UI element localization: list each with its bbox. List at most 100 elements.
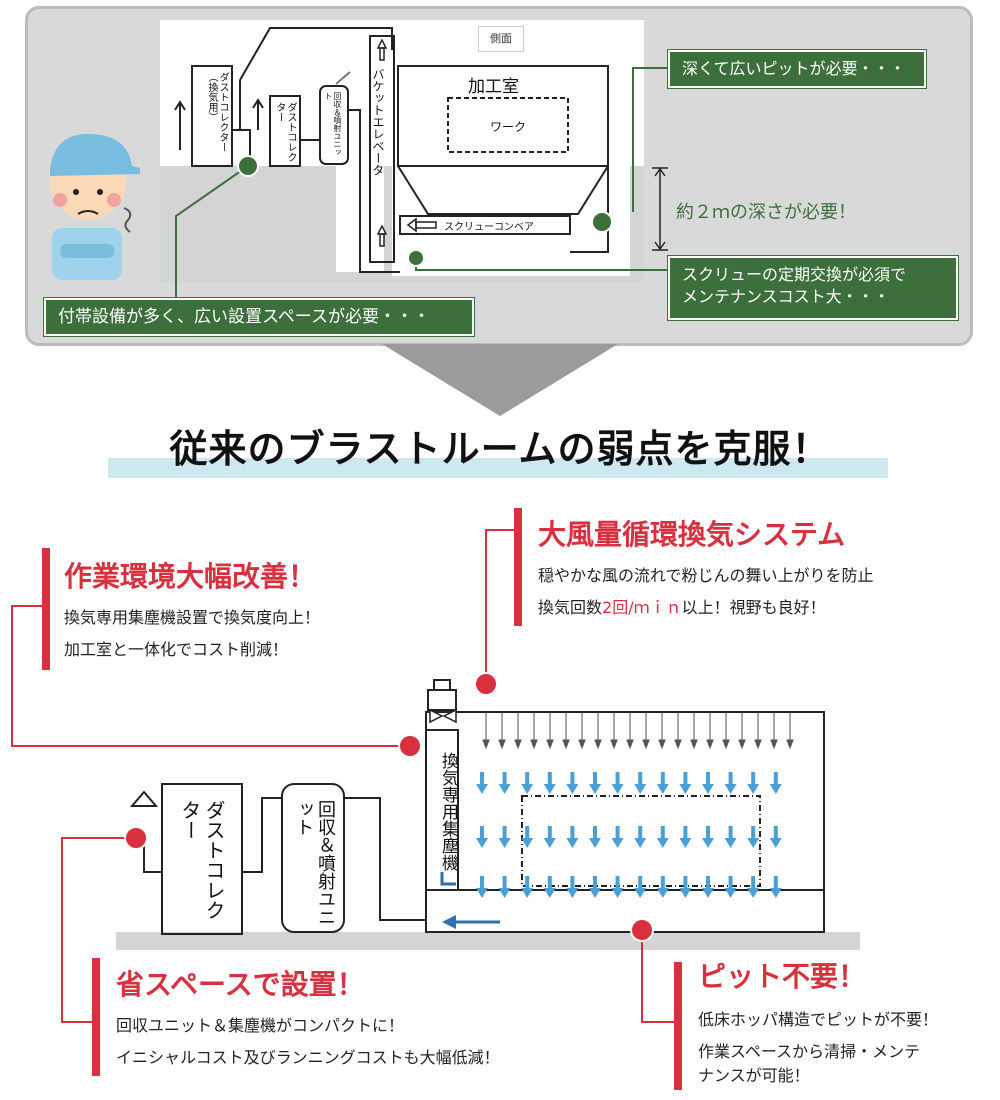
airflow-arrow [566, 826, 579, 848]
inlet-arrow-head [754, 739, 762, 750]
headline-band [108, 458, 888, 478]
airflow-arrow [769, 826, 782, 848]
airflow-arrow [634, 876, 647, 898]
airflow-arrow [679, 772, 692, 794]
airflow-arrow [589, 826, 601, 848]
air-line2: 換気回数2回/ｍｉｎ以上！視野も良好！ [538, 598, 826, 618]
airflow-arrow [634, 772, 647, 794]
airflow-arrow [724, 876, 737, 898]
air-line1: 穏やかな風の流れで粉じんの舞い上がりを防止 [538, 566, 874, 585]
airflow-arrow [476, 826, 488, 848]
airflow-arrow [611, 772, 624, 794]
air-line2-c: 以上！視野も良好！ [681, 598, 826, 617]
air-title: 大風量循環換気システム [538, 518, 846, 551]
airflow-arrow [747, 826, 760, 848]
airflow-arrow [611, 876, 624, 898]
pit-bar [674, 962, 682, 1090]
inlet-arrow-head [482, 739, 490, 750]
airflow-arrow [498, 826, 511, 848]
inlet-arrow-head [498, 739, 506, 750]
env-line2: 加工室と一体化でコスト削減！ [64, 640, 289, 659]
airflow-arrow [769, 876, 782, 898]
inlet-arrow-head [514, 739, 522, 750]
airflow-arrow [498, 772, 511, 794]
airflow-arrow [702, 826, 714, 848]
callout-screw-line1: スクリューの定期交換が必須で [682, 265, 907, 284]
conventional-diagram-lines [160, 27, 644, 282]
callout-pit: 深くて広いピットが必要・・・ [668, 50, 926, 88]
inlet-arrow-head [562, 739, 570, 750]
screw-conveyor-label: スクリューコンベア [444, 222, 534, 233]
air-bar [514, 508, 522, 626]
headline: 従来のブラストルームの弱点を克服！ [169, 427, 831, 471]
airflow-arrow [521, 772, 534, 794]
inlet-arrow-head [578, 739, 586, 750]
depth-indicator [652, 167, 668, 251]
env-line1: 換気専用集塵機設置で換気度向上！ [64, 608, 321, 627]
airflow-arrow [543, 826, 556, 848]
inlet-arrow-head [626, 739, 634, 750]
airflow-arrow [521, 876, 534, 898]
space-line1: 回収ユニット＆集塵機がコンパクトに！ [116, 1016, 405, 1035]
callout-screw-line2: メンテナンスコスト大・・・ [682, 287, 890, 306]
airflow-arrow [634, 826, 647, 848]
inlet-arrow-head [546, 739, 554, 750]
inlet-arrow-head [642, 739, 650, 750]
vent-unit-label: 換気専用集塵機 [438, 751, 458, 871]
work-label: ワーク [490, 120, 527, 134]
conventional-diagram: 側面 加工室 ワーク ダストコレクター（換気用） ダストコレクター 回収＆噴射ユ… [160, 20, 644, 282]
inlet-arrow-head [594, 739, 602, 750]
process-room-label: 加工室 [468, 77, 519, 97]
airflow-arrow [679, 826, 692, 848]
airflow-arrow [476, 772, 488, 794]
down-arrow-icon [382, 344, 618, 416]
airflow-arrow [589, 772, 601, 794]
airflow-arrow [724, 826, 737, 848]
view-label: 側面 [478, 26, 524, 52]
airflow-arrow [611, 826, 624, 848]
airflow-arrow [656, 772, 669, 794]
air-change-rate: 2回/ｍｉｎ [602, 598, 682, 617]
pit-line1: 低床ホッパ構造でピットが不要！ [698, 1010, 939, 1029]
env-bar [42, 548, 50, 670]
space-line2: イニシャルコスト及びランニングコストも大幅低減！ [116, 1048, 500, 1067]
airflow-arrow [543, 772, 556, 794]
airflow-arrow [747, 772, 760, 794]
pit-title: ピット不要！ [698, 960, 867, 993]
new-system-diagram [116, 679, 860, 950]
pit-line2: 作業スペースから清掃・メンテ [698, 1042, 921, 1061]
space-title: 省スペースで設置！ [116, 968, 365, 1001]
airflow-arrow [521, 826, 534, 848]
callout-screw: スクリューの定期交換が必須で メンテナンスコスト大・・・ [668, 256, 958, 320]
airflow-arrow [769, 772, 782, 794]
airflow-arrow [543, 876, 556, 898]
inlet-arrow-head [770, 739, 778, 750]
airflow-arrow [702, 772, 714, 794]
inlet-arrows [482, 712, 794, 750]
airflow-arrow [589, 876, 601, 898]
airflow-arrow [679, 876, 692, 898]
bucket-elevator-label: バケットエレベータ [371, 68, 385, 176]
airflow-arrows [476, 772, 782, 898]
recovery-unit-label: 回収＆噴射ユニット [293, 800, 336, 926]
airflow-arrow [476, 876, 488, 898]
dust-collector-vent-label: ダストコレクター（換気用） [206, 72, 228, 152]
inlet-arrow-head [690, 739, 698, 750]
callout-equipment: 付帯設備が多く、広い設置スペースが必要・・・ [44, 298, 474, 336]
pit-line3: ナンスが可能！ [698, 1066, 810, 1085]
dust-collector-label: ダストコレクター [274, 102, 296, 162]
inlet-arrow-head [706, 739, 714, 750]
airflow-arrow [566, 876, 579, 898]
inlet-arrow-head [610, 739, 618, 750]
recovery-unit-label: 回収＆噴射ユニット [324, 92, 342, 156]
worried-worker-icon [50, 133, 140, 280]
air-line2-a: 換気回数 [538, 598, 603, 617]
inlet-arrow-head [786, 739, 794, 750]
airflow-arrow [566, 772, 579, 794]
space-bar [92, 958, 100, 1076]
inlet-arrow-head [658, 739, 666, 750]
env-title: 作業環境大幅改善！ [64, 560, 317, 593]
airflow-arrow [656, 876, 669, 898]
airflow-arrow [498, 876, 511, 898]
airflow-arrow [656, 826, 669, 848]
